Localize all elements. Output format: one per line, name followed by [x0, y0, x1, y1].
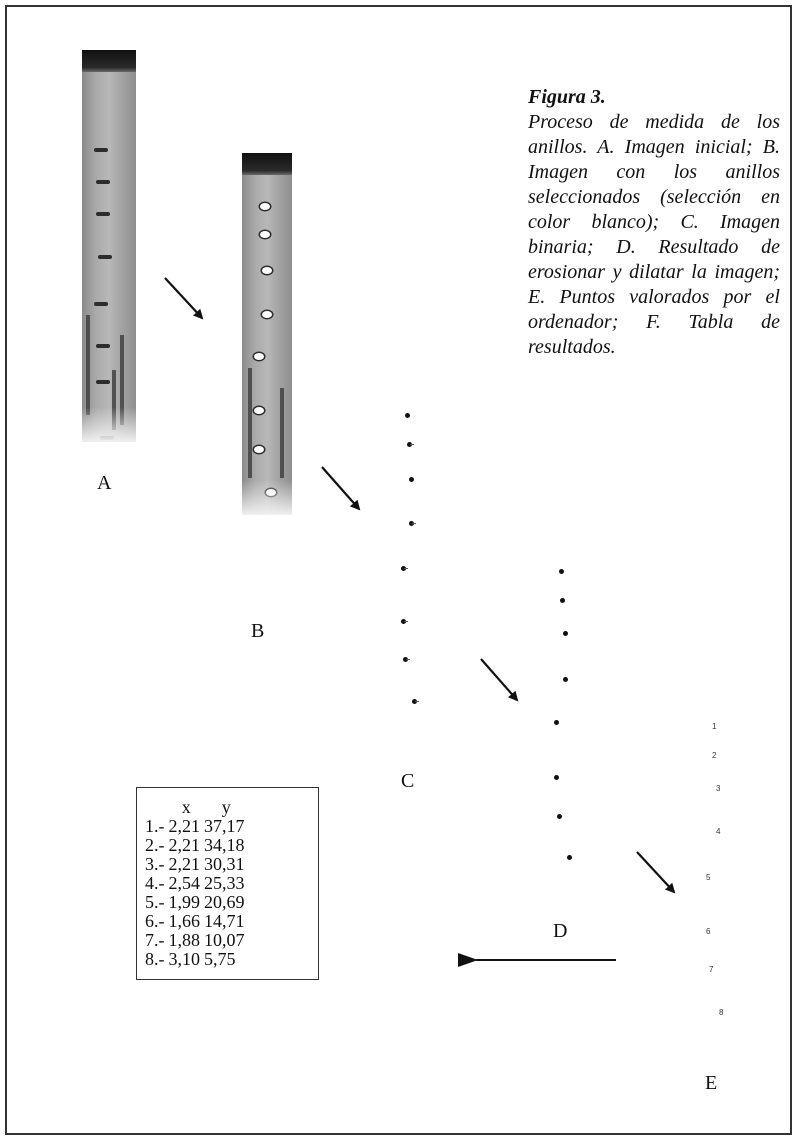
table-row: 3.- 2,21 30,31 [145, 855, 249, 874]
row-index: 5.- [145, 892, 165, 912]
ring-mark [96, 212, 110, 216]
binary-dot [407, 442, 414, 447]
row-y: 14,71 [204, 911, 245, 931]
figure-frame [5, 5, 792, 1135]
table-row: 1.- 2,21 37,17 [145, 817, 249, 836]
row-index: 6.- [145, 911, 165, 931]
row-index: 8.- [145, 949, 165, 969]
results-table-box: x y 1.- 2,21 37,17 2.- 2,21 34,18 3.- 2,… [136, 787, 319, 980]
panel-label-a: A [97, 472, 112, 494]
row-x: 2,21 [168, 816, 201, 836]
point-number: 1 [712, 722, 717, 731]
row-y: 25,33 [204, 873, 245, 893]
processed-dot [560, 598, 565, 603]
table-header-row: x y [145, 798, 249, 817]
processed-dot [557, 814, 562, 819]
processed-dot [567, 855, 572, 860]
processed-dot [559, 569, 564, 574]
core-b-dark-top [242, 153, 292, 175]
wood-streak [248, 368, 252, 478]
wood-streak [86, 315, 90, 415]
processed-dot [554, 775, 559, 780]
ring-mark [96, 344, 110, 348]
processed-dot [554, 720, 559, 725]
selected-ring [260, 203, 270, 210]
results-table: x y 1.- 2,21 37,17 2.- 2,21 34,18 3.- 2,… [145, 798, 249, 969]
table-row: 8.- 3,10 5,75 [145, 950, 249, 969]
point-number: 8 [719, 1008, 724, 1017]
table-row: 6.- 1,66 14,71 [145, 912, 249, 931]
panel-label-d: D [553, 920, 568, 942]
row-x: 1,66 [168, 911, 201, 931]
row-x: 2,21 [168, 835, 201, 855]
table-row: 4.- 2,54 25,33 [145, 874, 249, 893]
binary-dot [401, 619, 408, 624]
row-y: 37,17 [204, 816, 245, 836]
caption-title: Figura 3. [528, 86, 606, 108]
row-y: 34,18 [204, 835, 245, 855]
core-image-b [242, 153, 292, 515]
panel-label-c: C [401, 770, 415, 792]
table-row: 5.- 1,99 20,69 [145, 893, 249, 912]
point-number: 4 [716, 827, 721, 836]
selected-ring [254, 407, 264, 414]
row-x: 2,21 [168, 854, 201, 874]
processed-dot [563, 677, 568, 682]
row-index: 4.- [145, 873, 165, 893]
binary-dot [403, 657, 410, 662]
table-row: 7.- 1,88 10,07 [145, 931, 249, 950]
table-header-x: x [181, 797, 191, 817]
row-x: 2,54 [168, 873, 201, 893]
point-number: 3 [716, 784, 721, 793]
row-index: 1.- [145, 816, 165, 836]
row-index: 3.- [145, 854, 165, 874]
caption-text: Proceso de medida de los anillos. A. Ima… [528, 111, 780, 358]
row-index: 2.- [145, 835, 165, 855]
point-number: 7 [709, 965, 714, 974]
binary-dot [409, 521, 416, 526]
row-x: 1,99 [168, 892, 201, 912]
selected-ring [260, 231, 270, 238]
selected-ring [254, 446, 264, 453]
figure-caption: Figura 3. Proceso de medida de los anill… [528, 85, 780, 360]
ring-mark [94, 302, 108, 306]
panel-label-b: B [251, 620, 265, 642]
wood-streak [120, 335, 124, 425]
selected-ring [262, 311, 272, 318]
table-row: 2.- 2,21 34,18 [145, 836, 249, 855]
wood-streak [112, 370, 116, 430]
panel-label-e: E [705, 1072, 718, 1094]
row-index: 7.- [145, 930, 165, 950]
ring-mark [94, 148, 108, 152]
core-b-fade [242, 480, 292, 515]
point-number: 2 [712, 751, 717, 760]
row-y: 20,69 [204, 892, 245, 912]
ring-mark [98, 255, 112, 259]
core-image-a [82, 50, 136, 442]
wood-streak [280, 388, 284, 478]
row-y: 30,31 [204, 854, 245, 874]
core-a-fade [82, 407, 136, 442]
selected-ring [262, 267, 272, 274]
binary-dot [401, 566, 408, 571]
binary-dot [409, 477, 414, 482]
point-number: 6 [706, 927, 711, 936]
row-y: 5,75 [204, 949, 236, 969]
ring-mark [96, 180, 110, 184]
table-header-y: y [221, 797, 231, 817]
core-a-dark-top [82, 50, 136, 72]
binary-dot [405, 413, 410, 418]
row-x: 1,88 [168, 930, 201, 950]
point-number: 5 [706, 873, 711, 882]
processed-dot [563, 631, 568, 636]
ring-mark [96, 380, 110, 384]
binary-dot [412, 699, 419, 704]
selected-ring [254, 353, 264, 360]
row-x: 3,10 [168, 949, 201, 969]
table-header-index [145, 798, 169, 817]
row-y: 10,07 [204, 930, 245, 950]
